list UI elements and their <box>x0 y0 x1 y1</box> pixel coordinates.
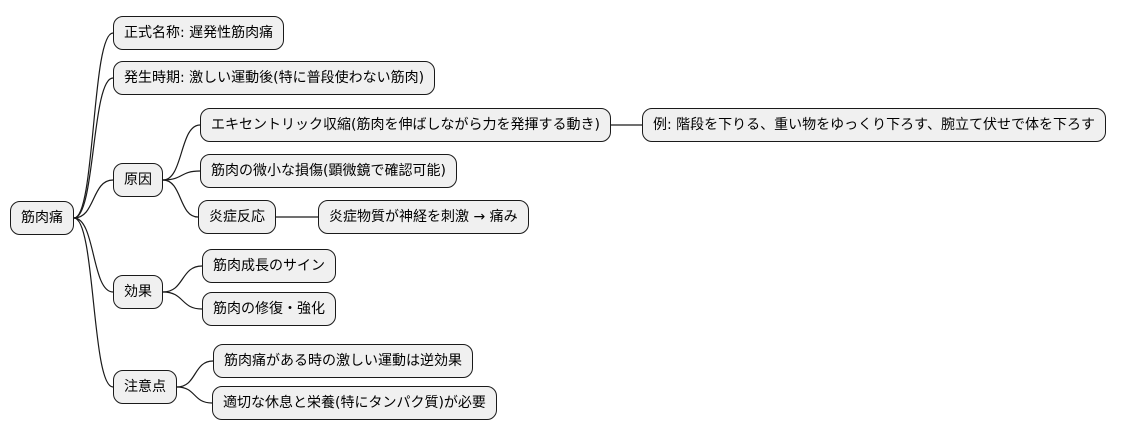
node-root: 筋肉痛 <box>10 201 74 235</box>
edge-connector <box>73 217 114 388</box>
node-eccentric-contraction: エキセントリック収縮(筋肉を伸ばしながら力を発揮する動き) <box>200 108 611 142</box>
node-inflammation: 炎症反応 <box>198 200 276 234</box>
edge-connector <box>73 32 114 219</box>
node-causes: 原因 <box>113 163 163 197</box>
edge-connector <box>162 179 199 218</box>
node-effects: 効果 <box>113 275 163 309</box>
edge-connector <box>73 179 114 219</box>
edge-connector <box>162 291 203 310</box>
node-avoid-intense-exercise: 筋肉痛がある時の激しい運動は逆効果 <box>213 344 473 378</box>
edge-connector <box>176 360 214 388</box>
node-repair-strengthen: 筋肉の修復・強化 <box>202 292 336 326</box>
edge-connector <box>162 265 203 293</box>
node-onset-timing: 発生時期: 激しい運動後(特に普段使わない筋肉) <box>113 61 436 95</box>
node-eccentric-examples: 例: 階段を下りる、重い物をゆっくり下ろす、腕立て伏せで体を下ろす <box>642 108 1107 142</box>
edge-connector <box>73 77 114 219</box>
edge-connector <box>162 124 201 181</box>
node-cautions: 注意点 <box>113 370 177 404</box>
edge-connector <box>176 386 213 404</box>
node-formal-name: 正式名称: 遅発性筋肉痛 <box>113 16 285 50</box>
node-micro-damage: 筋肉の微小な損傷(顕微鏡で確認可能) <box>200 154 457 188</box>
node-inflammation-detail: 炎症物質が神経を刺激 → 痛み <box>318 200 529 234</box>
edge-connector <box>73 217 114 293</box>
edge-connector <box>162 170 201 181</box>
node-rest-nutrition: 適切な休息と栄養(特にタンパク質)が必要 <box>212 386 497 420</box>
node-growth-sign: 筋肉成長のサイン <box>202 249 336 283</box>
